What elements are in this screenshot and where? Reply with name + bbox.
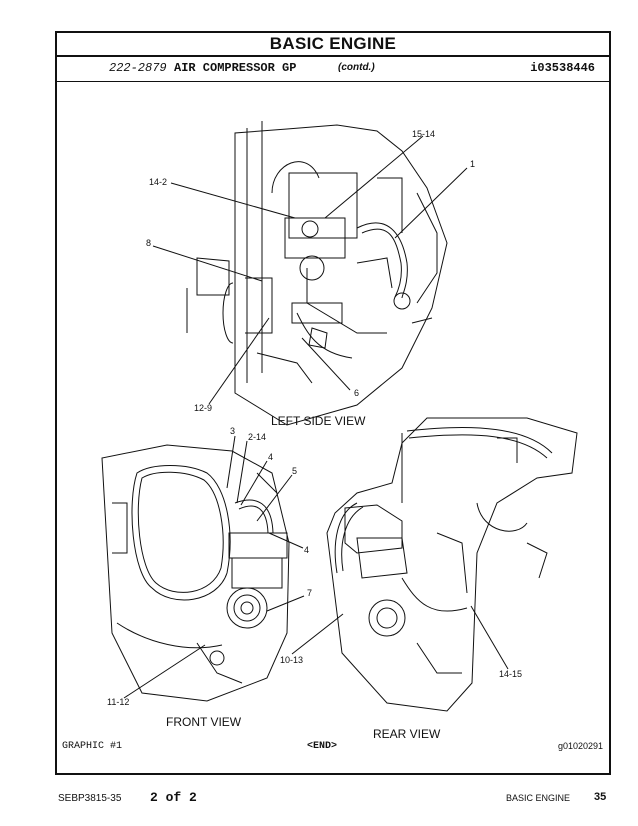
view-label-rear: REAR VIEW [373,727,441,741]
callout-10-13: 10-13 [280,655,304,665]
callout-11-12: 11-12 [107,697,130,707]
part-number: 222-2879 [109,61,167,75]
callout-5: 5 [292,466,298,476]
view-label-left-side: LEFT SIDE VIEW [271,414,366,428]
graphic-label: GRAPHIC #1 [62,741,123,752]
footer-document-number: SEBP3815-35 [58,793,122,804]
callout-2-14: 2-14 [248,432,267,442]
graphic-code: g01020291 [557,741,603,751]
callout-14-2: 14-2 [149,177,168,187]
left-side-engine [186,121,448,426]
callout-6: 6 [354,388,360,398]
front-view-engine [101,444,290,702]
callout-12-9: 12-9 [194,403,213,413]
view-label-front: FRONT VIEW [166,715,242,729]
callout-8: 8 [146,238,152,248]
part-name: AIR COMPRESSOR GP [174,61,297,75]
callout-4-mid: 4 [304,545,310,555]
callout-15-14: 15-14 [412,129,436,139]
rear-view-engine [326,417,578,712]
callout-leaders [123,135,509,699]
part-note: (contd.) [338,62,375,73]
page-frame: BASIC ENGINE 222-2879 AIR COMPRESSOR GP … [55,31,611,775]
footer-section: BASIC ENGINE [506,793,571,803]
footer-page-count: 2 of 2 [150,790,197,805]
part-header: 222-2879 AIR COMPRESSOR GP (contd.) i035… [57,55,609,82]
engine-illustration [101,121,578,712]
callout-7: 7 [307,588,313,598]
page-title: BASIC ENGINE [57,33,609,57]
footer-page-number: 35 [594,791,607,803]
callout-3: 3 [230,426,236,436]
callout-1: 1 [470,159,476,169]
illustration-id: i03538446 [530,61,595,75]
callout-14-15: 14-15 [499,669,523,679]
end-marker: <END> [307,741,338,752]
callout-4-top: 4 [268,452,274,462]
